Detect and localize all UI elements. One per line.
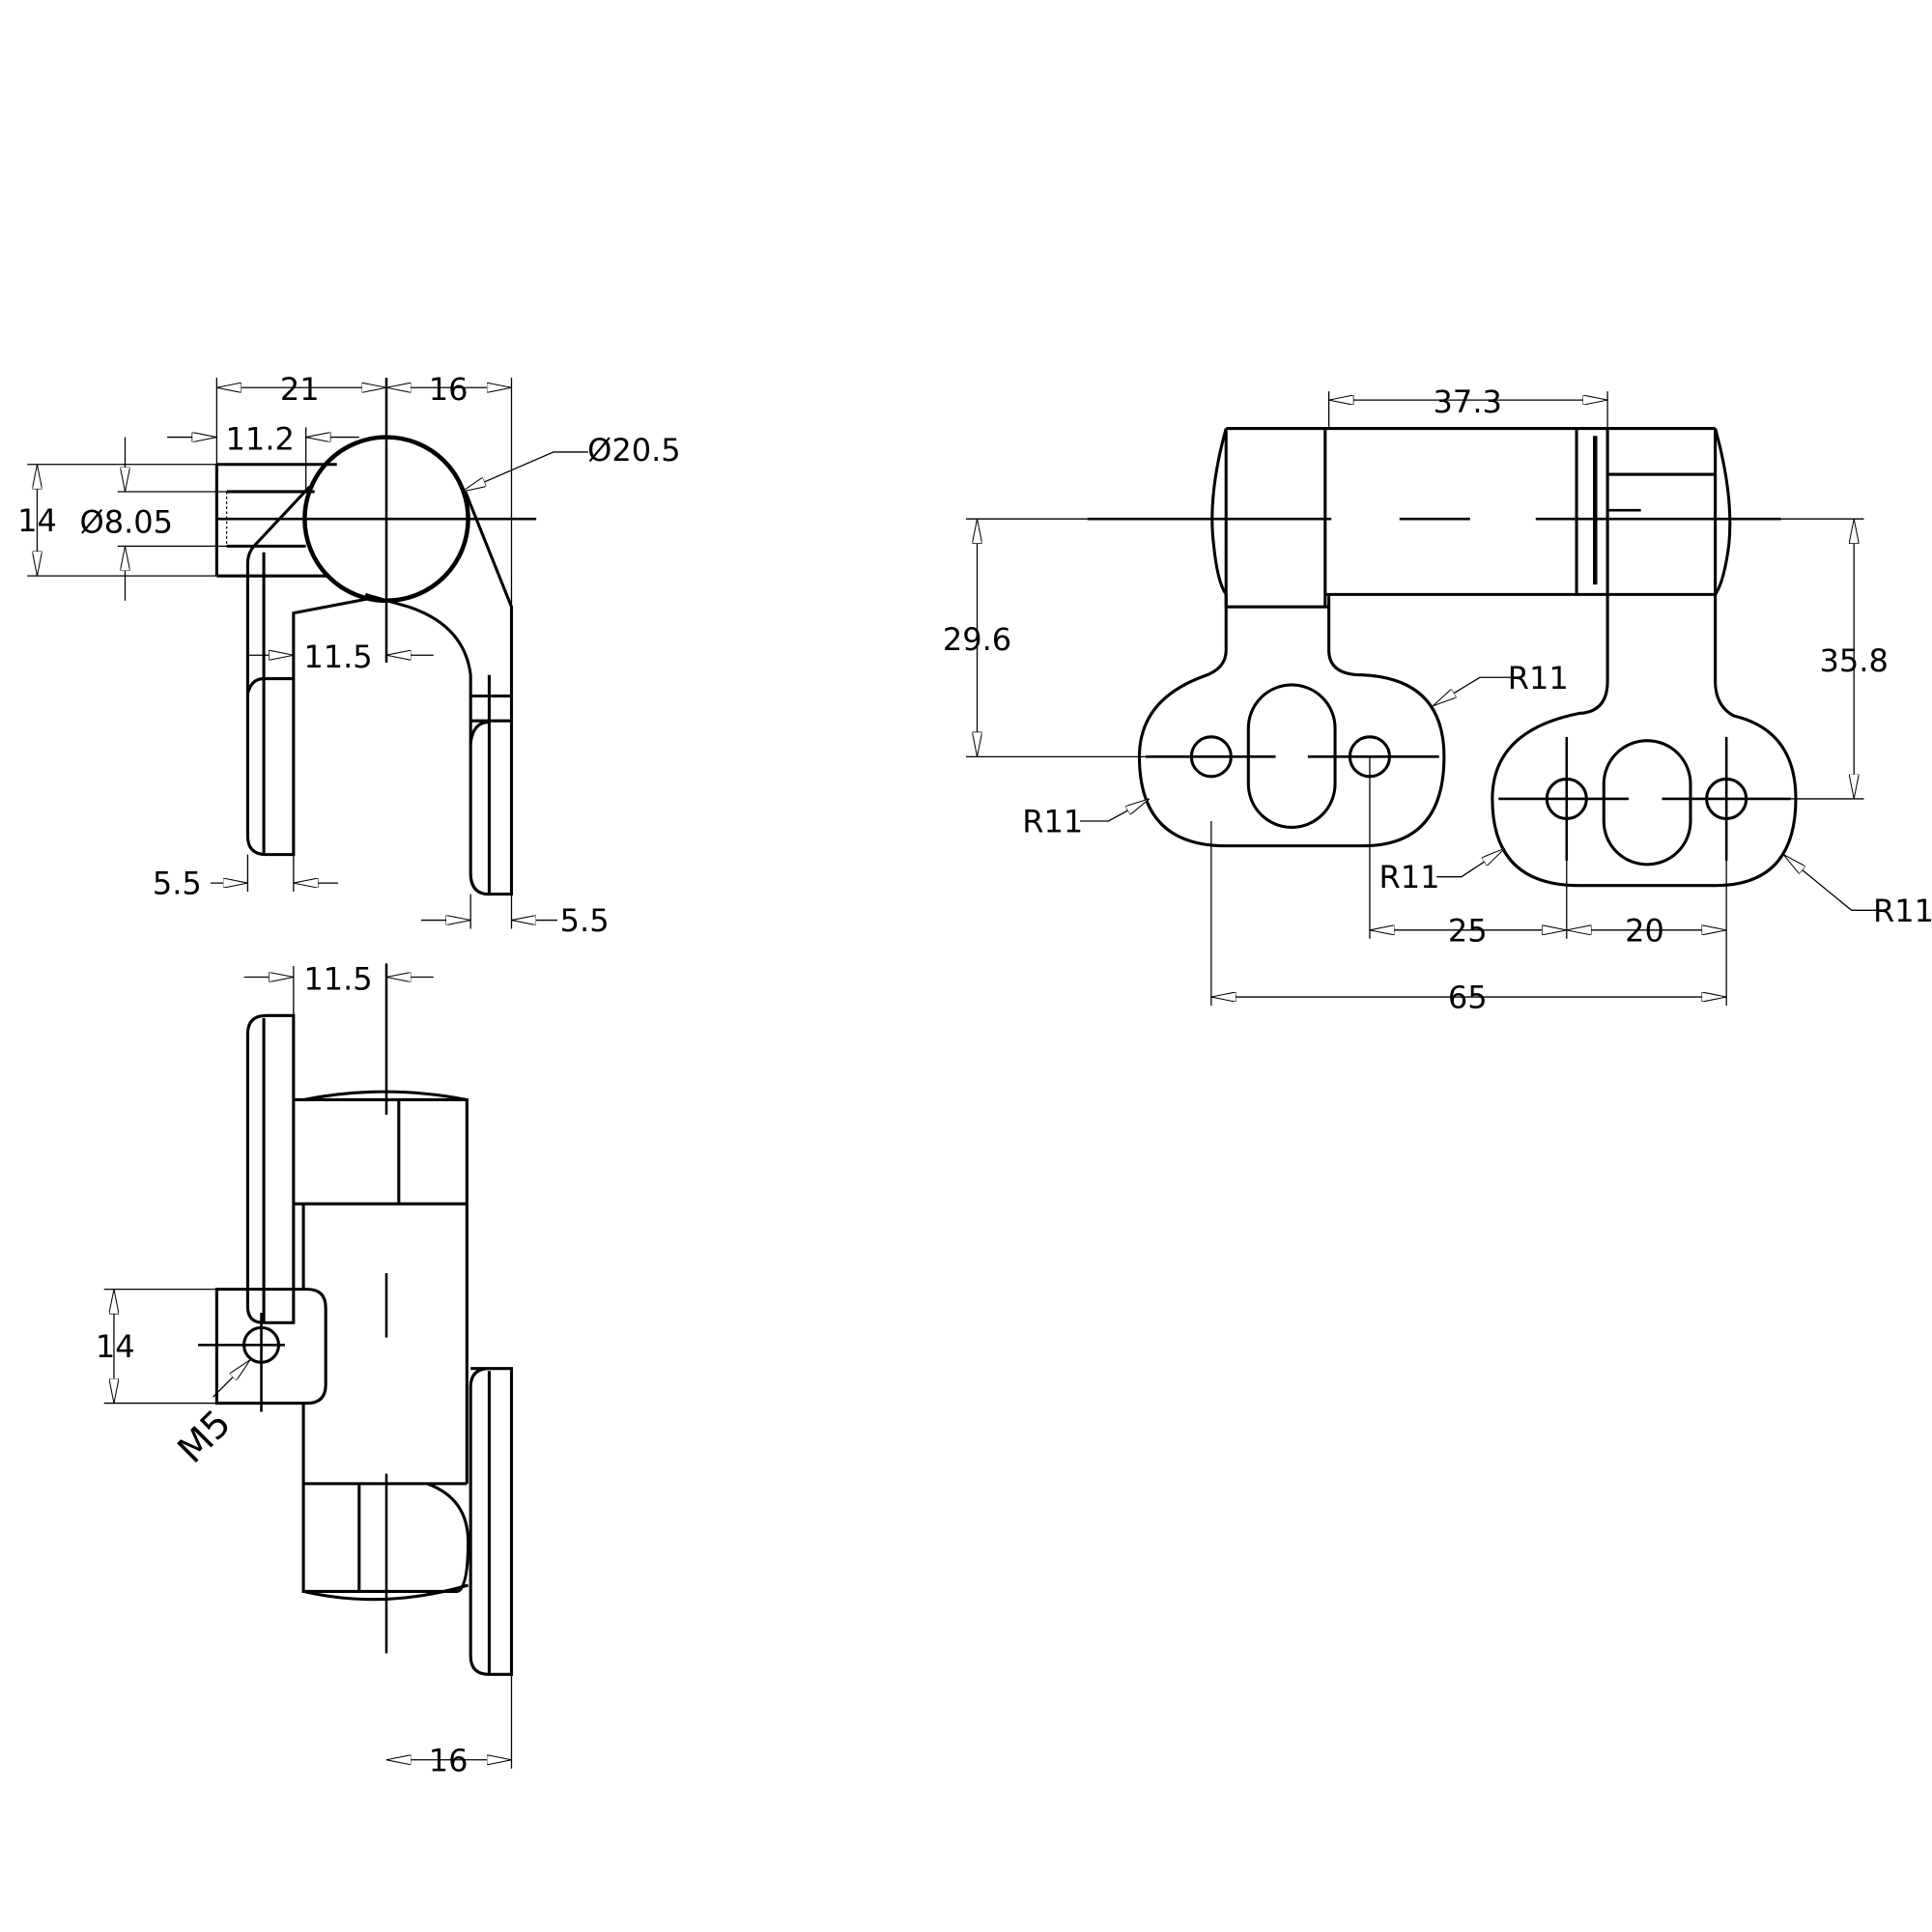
dim-35-8: 35.8 xyxy=(1820,642,1889,679)
dim-bore-diameter: Ø8.05 xyxy=(79,503,173,540)
dim-16: 16 xyxy=(429,1742,469,1778)
right-plate xyxy=(469,1367,514,1676)
radius-label: R11 xyxy=(1873,893,1932,929)
front-view: 37.3 29.6 35.8 R11 R11 R11 R11 xyxy=(943,384,1932,1016)
threaded-block xyxy=(214,1288,327,1406)
side-view: 21 16 11.2 14 Ø8.05 Ø20.5 11.5 5.5 5.5 xyxy=(17,371,681,939)
dim-11-5: 11.5 xyxy=(303,639,372,675)
upper-knuckle xyxy=(293,1090,469,1206)
dim-11-5: 11.5 xyxy=(303,960,372,997)
dim-14: 14 xyxy=(17,502,57,539)
left-lug xyxy=(1137,594,1446,848)
dim-m5: M5 xyxy=(169,1402,240,1472)
dim-29-6: 29.6 xyxy=(943,621,1011,658)
bore-lines xyxy=(226,490,315,548)
bore-block xyxy=(214,463,337,578)
dim-21: 21 xyxy=(280,371,320,408)
lower-knuckle xyxy=(301,1482,470,1602)
right-arm xyxy=(364,488,514,896)
radius-label: R11 xyxy=(1378,859,1439,895)
dim-16: 16 xyxy=(429,371,469,408)
dim-11-2: 11.2 xyxy=(226,420,295,457)
dim-14: 14 xyxy=(96,1328,135,1365)
barrel-body xyxy=(301,1204,469,1484)
dim-20: 20 xyxy=(1625,912,1664,949)
dim-37-3: 37.3 xyxy=(1434,384,1502,420)
dim-25: 25 xyxy=(1448,912,1488,949)
bottom-view: 11.5 14 M5 16 xyxy=(96,960,514,1778)
right-lug xyxy=(1491,594,1798,888)
radius-label: R11 xyxy=(1508,660,1569,696)
dim-5-5-left: 5.5 xyxy=(153,866,202,902)
adjust-slot xyxy=(1602,739,1692,867)
dim-barrel-diameter: Ø20.5 xyxy=(587,432,681,469)
left-arm xyxy=(245,485,372,857)
radius-label: R11 xyxy=(1022,804,1083,840)
dim-65: 65 xyxy=(1448,980,1488,1016)
left-plate xyxy=(245,1013,296,1324)
dim-5-5-right: 5.5 xyxy=(560,902,610,939)
